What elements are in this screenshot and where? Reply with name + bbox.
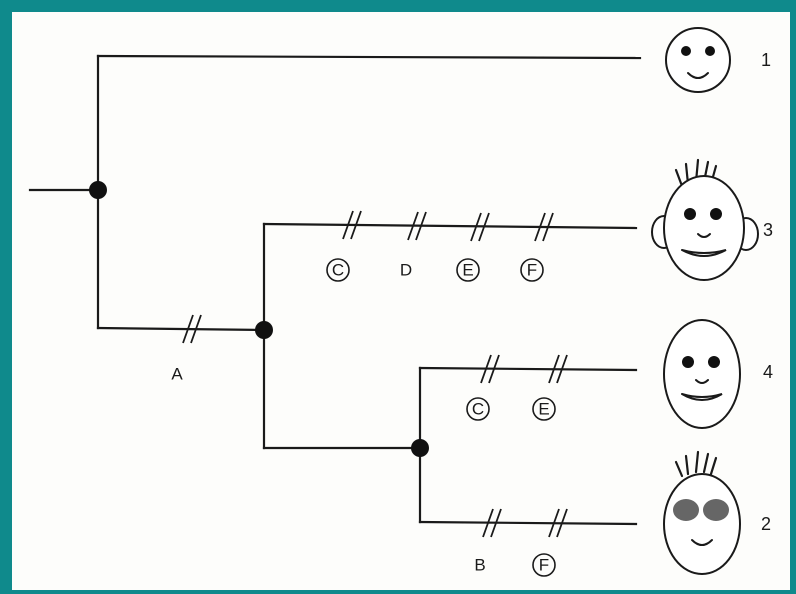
hatch-taxon3-3 bbox=[470, 212, 490, 242]
hatch-stem-a bbox=[182, 314, 202, 344]
char-circle-taxon3-e bbox=[456, 258, 480, 282]
char-label-taxon4-e: E bbox=[538, 400, 549, 419]
char-label-a: A bbox=[171, 365, 183, 384]
face-eye-left bbox=[682, 356, 694, 368]
face-outline bbox=[663, 175, 745, 281]
face-eye-right bbox=[703, 499, 729, 521]
char-circle-taxon3-f bbox=[520, 258, 544, 282]
hatch-taxon3-1 bbox=[342, 210, 362, 240]
face-eye-left bbox=[673, 499, 699, 521]
branch-taxon-1 bbox=[96, 54, 642, 60]
cladogram: A C D E F C E B F bbox=[28, 27, 773, 577]
node-middle bbox=[255, 321, 273, 339]
face-outline bbox=[663, 473, 741, 575]
char-label-taxon3-d: D bbox=[400, 261, 412, 280]
hatch-taxon3-4 bbox=[534, 212, 554, 242]
face-hair bbox=[674, 450, 718, 478]
face-mouth bbox=[681, 393, 723, 401]
char-circle-taxon4-c bbox=[466, 397, 490, 421]
char-label-taxon4-c: C bbox=[472, 400, 484, 419]
face-mouth bbox=[681, 249, 727, 257]
char-circle-taxon2-f bbox=[532, 553, 556, 577]
char-label-taxon3-e: E bbox=[462, 261, 473, 280]
taxon-labels: 1 3 4 2 bbox=[761, 50, 773, 534]
char-label-taxon2-b: B bbox=[474, 556, 485, 575]
diagram-frame: A C D E F C E B F bbox=[12, 12, 790, 590]
char-circle-taxon3-c bbox=[326, 258, 350, 282]
hatch-taxon4-2 bbox=[548, 354, 568, 384]
branches bbox=[28, 54, 642, 526]
hatch-marks bbox=[182, 210, 568, 538]
character-labels: A C D E F C E B F bbox=[171, 258, 556, 577]
face-hair bbox=[674, 158, 718, 188]
taxon-label-3: 3 bbox=[763, 220, 773, 240]
face-nose bbox=[697, 233, 711, 238]
face-nose bbox=[695, 379, 709, 384]
taxon-label-1: 1 bbox=[761, 50, 771, 70]
face-taxon-2 bbox=[663, 450, 741, 575]
face-mouth bbox=[691, 539, 713, 546]
hatch-taxon3-2 bbox=[407, 211, 427, 241]
node-root bbox=[89, 181, 107, 199]
face-eye-left bbox=[681, 46, 691, 56]
hatch-taxon2-1 bbox=[482, 508, 502, 538]
nodes bbox=[89, 181, 429, 457]
face-eye-right bbox=[708, 356, 720, 368]
face-outline bbox=[665, 27, 731, 93]
char-circle-taxon4-e bbox=[532, 397, 556, 421]
face-taxon-4 bbox=[663, 319, 741, 429]
face-taxon-3 bbox=[651, 158, 759, 281]
face-eye-right bbox=[705, 46, 715, 56]
hatch-taxon4-1 bbox=[480, 354, 500, 384]
node-lower bbox=[411, 439, 429, 457]
branch-taxon-3 bbox=[262, 222, 638, 230]
branch-stem-a bbox=[96, 326, 266, 332]
hatch-taxon2-2 bbox=[548, 508, 568, 538]
face-outline bbox=[663, 319, 741, 429]
face-taxon-1 bbox=[665, 27, 731, 93]
branch-taxon-4 bbox=[418, 366, 638, 372]
char-label-taxon3-f: F bbox=[527, 261, 537, 280]
taxon-label-2: 2 bbox=[761, 514, 771, 534]
char-label-taxon2-f: F bbox=[539, 556, 549, 575]
face-eye-left bbox=[684, 208, 696, 220]
face-eye-right bbox=[710, 208, 722, 220]
taxon-label-4: 4 bbox=[763, 362, 773, 382]
face-mouth bbox=[687, 72, 709, 79]
char-label-taxon3-c: C bbox=[332, 261, 344, 280]
branch-taxon-2 bbox=[418, 520, 638, 526]
